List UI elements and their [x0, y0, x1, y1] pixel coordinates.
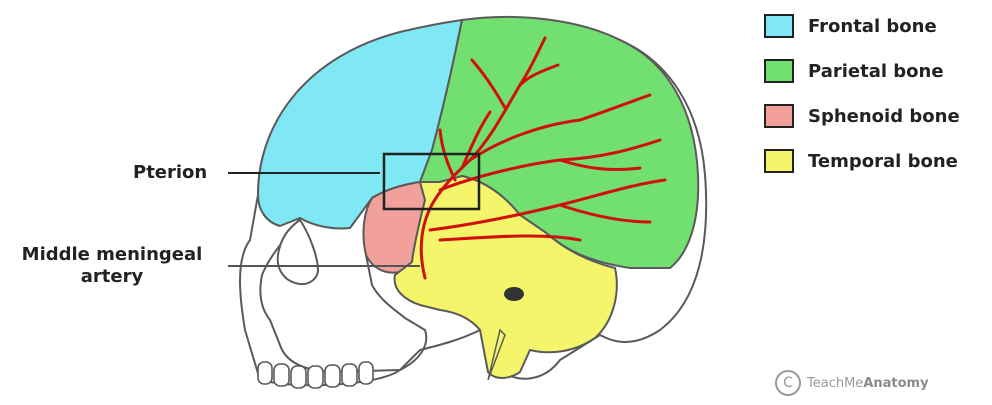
brand-name-light: TeachMe — [807, 376, 863, 391]
legend-item-frontal: Frontal bone — [764, 11, 937, 41]
legend-label-sphenoid: Sphenoid bone — [808, 106, 960, 127]
legend-swatch-parietal — [764, 59, 794, 83]
mma-label-line2: artery — [4, 266, 220, 288]
legend-item-parietal: Parietal bone — [764, 56, 944, 86]
legend-label-parietal: Parietal bone — [808, 61, 944, 82]
legend-item-temporal: Temporal bone — [764, 146, 958, 176]
legend-swatch-frontal — [764, 14, 794, 38]
legend-swatch-temporal — [764, 149, 794, 173]
pterion-label: Pterion — [133, 162, 207, 184]
teeth — [258, 362, 373, 388]
legend-label-frontal: Frontal bone — [808, 16, 937, 37]
legend-swatch-sphenoid — [764, 104, 794, 128]
middle-meningeal-artery-label: Middle meningeal artery — [4, 244, 220, 288]
legend-item-sphenoid: Sphenoid bone — [764, 101, 960, 131]
legend-label-temporal: Temporal bone — [808, 151, 958, 172]
brand-name-bold: Anatomy — [863, 376, 928, 391]
copyright-icon: C — [775, 370, 801, 396]
external-acoustic-meatus — [504, 287, 524, 301]
mma-label-line1: Middle meningeal — [4, 244, 220, 266]
